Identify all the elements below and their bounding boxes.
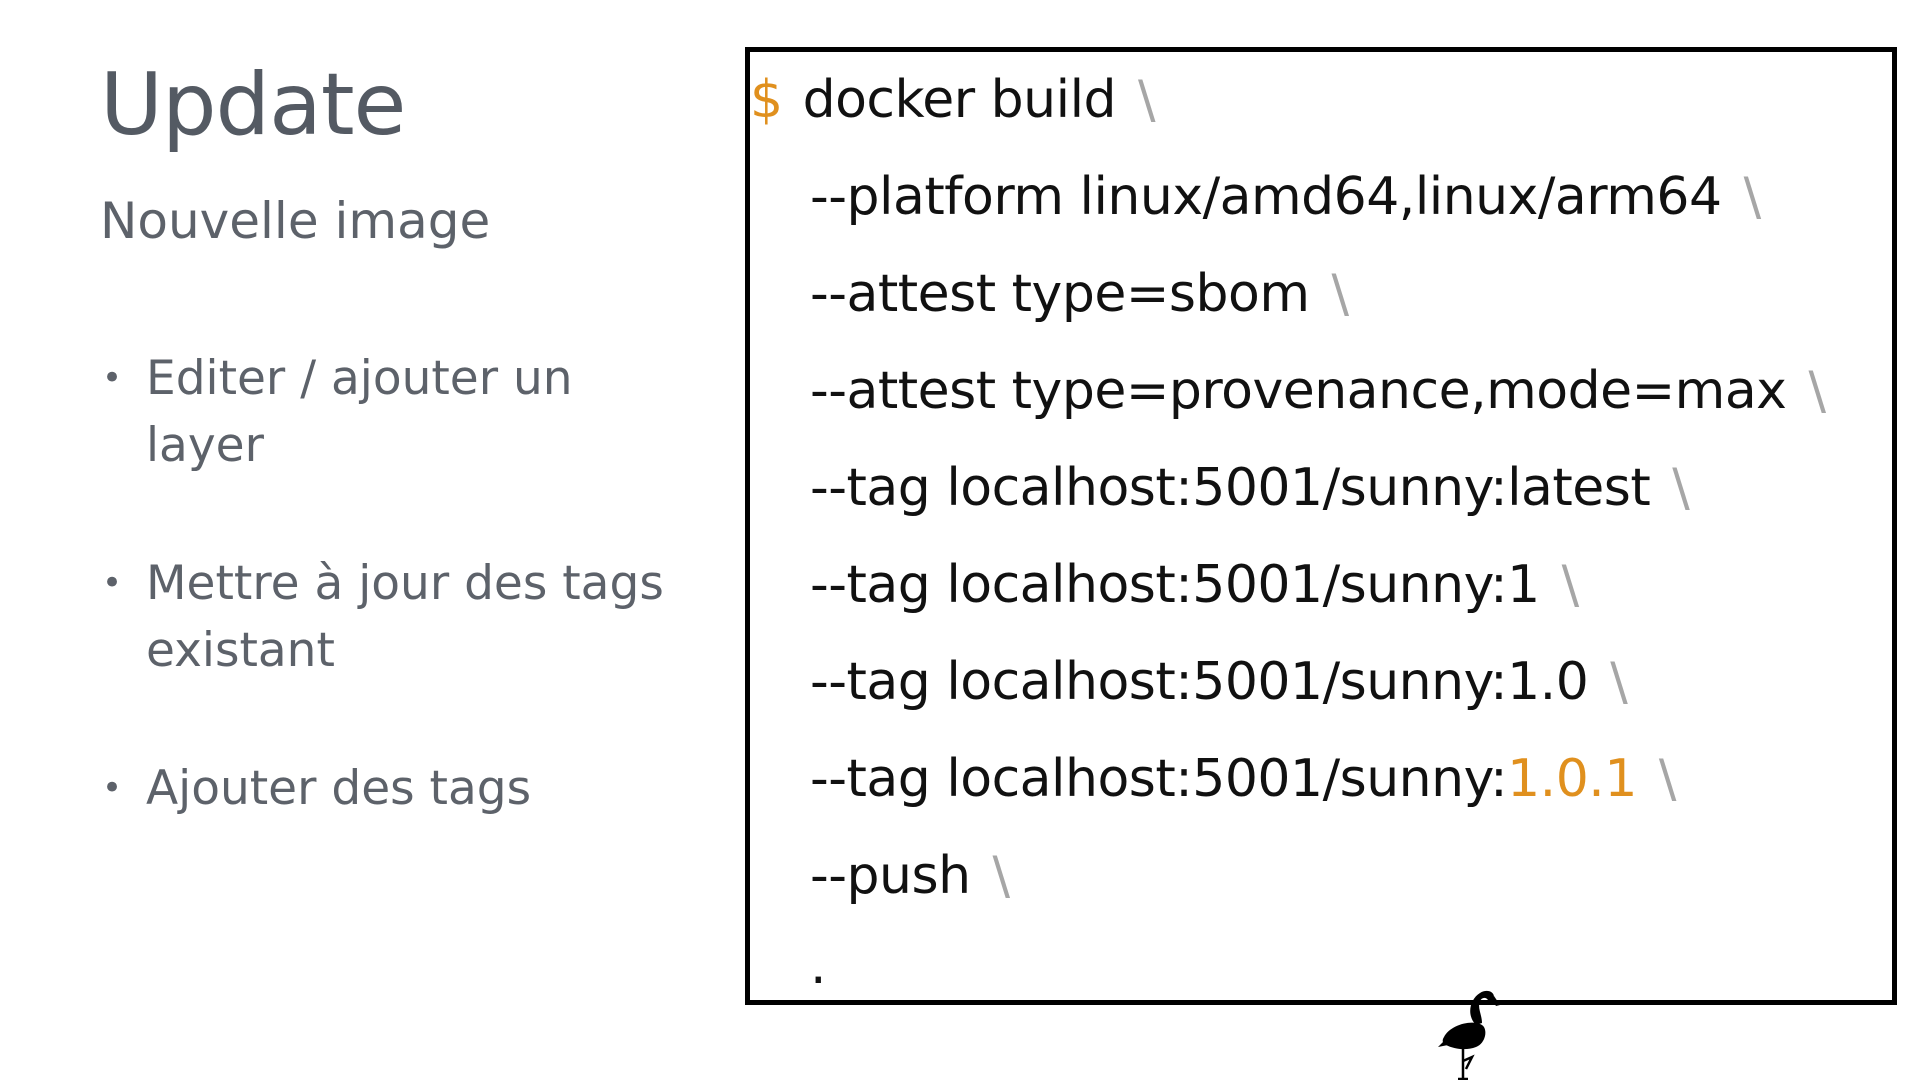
bullet-dot: •	[102, 563, 123, 603]
bullet-item: • Editer / ajouter un layer	[100, 345, 700, 479]
bullet-text: layer	[146, 418, 264, 473]
code-line: --attest type=provenance,mode=max\	[810, 365, 1826, 417]
code-text: --platform linux/amd64,linux/arm64	[810, 167, 1722, 227]
line-continuation: \	[1138, 70, 1156, 130]
code-line: --tag localhost:5001/sunny:1\	[810, 559, 1579, 611]
code-line: .	[810, 940, 827, 992]
line-continuation: \	[1743, 167, 1762, 227]
bullet-text: existant	[146, 623, 335, 678]
line-continuation: \	[1672, 458, 1690, 518]
bullet-text: Mettre à jour des tags	[146, 556, 664, 611]
bullet-text: Editer / ajouter un	[146, 351, 573, 406]
bullet-list: • Editer / ajouter un layer • Mettre à j…	[100, 345, 700, 893]
code-text: --attest type=sbom	[810, 264, 1310, 324]
flamingo-icon	[1438, 990, 1500, 1080]
line-continuation: \	[1808, 361, 1826, 421]
code-line: --tag localhost:5001/sunny:latest\	[810, 462, 1690, 514]
slide-title: Update	[100, 55, 406, 155]
line-continuation: \	[1610, 652, 1628, 712]
code-block: $docker build\ --platform linux/amd64,li…	[745, 47, 1897, 1005]
code-text: --tag localhost:5001/sunny:1.0	[810, 652, 1589, 712]
line-continuation: \	[992, 846, 1011, 906]
line-continuation: \	[1561, 555, 1580, 615]
code-text: docker build	[802, 70, 1117, 130]
line-continuation: \	[1658, 749, 1677, 809]
code-text: .	[810, 936, 827, 996]
slide-subtitle: Nouvelle image	[100, 192, 491, 250]
code-text: --push	[810, 846, 971, 906]
shell-prompt: $	[750, 70, 783, 130]
code-text: --tag localhost:5001/sunny:1	[810, 555, 1540, 615]
code-line: --push\	[810, 850, 1010, 902]
code-line: --platform linux/amd64,linux/arm64\	[810, 171, 1761, 223]
bullet-item: • Mettre à jour des tags existant	[100, 550, 700, 684]
line-continuation: \	[1331, 264, 1349, 324]
code-line: --tag localhost:5001/sunny:1.0\	[810, 656, 1628, 708]
code-text: --tag localhost:5001/sunny:latest	[810, 458, 1651, 518]
bullet-dot: •	[102, 768, 123, 808]
bullet-item: • Ajouter des tags	[100, 755, 700, 822]
code-line: $docker build\	[750, 74, 1156, 126]
code-text: --tag localhost:5001/sunny:	[810, 749, 1508, 809]
code-text-highlight: 1.0.1	[1507, 749, 1637, 809]
code-line: --attest type=sbom\	[810, 268, 1349, 320]
bullet-dot: •	[102, 358, 123, 398]
code-line: --tag localhost:5001/sunny:1.0.1\	[810, 753, 1676, 805]
bullet-text: Ajouter des tags	[146, 761, 532, 816]
code-text: --attest type=provenance,mode=max	[810, 361, 1787, 421]
